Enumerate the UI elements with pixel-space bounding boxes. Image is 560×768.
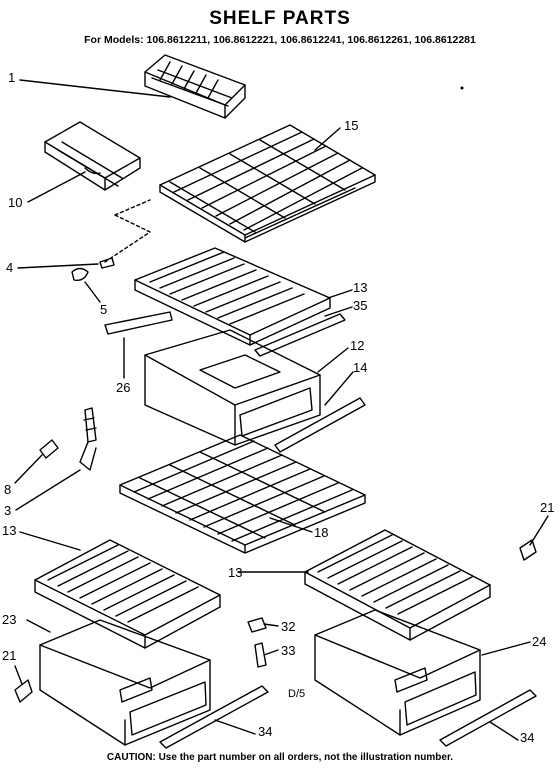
leader-15 xyxy=(315,128,340,150)
bracket-21-right xyxy=(520,540,536,560)
glass-shelf-left xyxy=(35,540,220,648)
callout-1: 1 xyxy=(8,70,16,85)
callout-12: 12 xyxy=(350,338,365,353)
leader-18 xyxy=(270,518,312,532)
callout-8: 8 xyxy=(4,482,12,497)
drawing-code: D/5 xyxy=(288,688,306,700)
leader-5 xyxy=(85,282,100,302)
leader-3 xyxy=(16,470,80,510)
callout-14: 14 xyxy=(353,360,368,375)
leader-33 xyxy=(264,650,278,655)
callout-13-left: 13 xyxy=(2,523,17,538)
models-line: For Models: 106.8612211, 106.8612221, 10… xyxy=(84,34,476,46)
leader-34-right xyxy=(490,722,518,740)
shelf-support-3 xyxy=(80,408,96,470)
clip-33 xyxy=(255,643,266,667)
wire-shelf-top xyxy=(160,125,375,242)
crisper-drawer-23 xyxy=(40,620,210,745)
clip-32 xyxy=(248,618,266,632)
trim-strip-34-left xyxy=(160,686,268,748)
egg-rack xyxy=(45,122,140,190)
callout-13-right: 13 xyxy=(228,565,243,580)
leader-21-left xyxy=(15,666,22,684)
trim-strip-14 xyxy=(275,398,365,452)
clip xyxy=(72,269,88,281)
callout-34-left: 34 xyxy=(258,724,273,739)
callout-33: 33 xyxy=(281,643,296,658)
bracket-8 xyxy=(40,440,58,458)
crisper-drawer-24 xyxy=(315,610,480,735)
leader-21-right xyxy=(530,516,548,545)
caution-note: CAUTION: Use the part number on all orde… xyxy=(106,752,454,763)
callout-26: 26 xyxy=(116,380,131,395)
leader-32 xyxy=(264,624,278,626)
callout-32: 32 xyxy=(281,619,296,634)
callout-21-right: 21 xyxy=(540,500,555,515)
wire-shelf-lower xyxy=(120,435,365,553)
ice-cube-tray xyxy=(145,55,245,118)
leader-10 xyxy=(28,172,85,202)
leader-13-left xyxy=(20,532,80,550)
leader-13 xyxy=(328,290,352,298)
leader-1 xyxy=(20,80,170,97)
callout-34-right: 34 xyxy=(520,730,535,745)
crisper-drawer-12 xyxy=(145,330,320,445)
bracket-21-left xyxy=(15,680,32,702)
callout-5: 5 xyxy=(100,302,108,317)
callout-3: 3 xyxy=(4,503,12,518)
callout-35: 35 xyxy=(353,298,368,313)
glass-shelf-middle xyxy=(135,248,345,356)
callout-24: 24 xyxy=(532,634,547,649)
leader-12 xyxy=(318,348,348,372)
leader-24 xyxy=(482,642,530,655)
callout-4: 4 xyxy=(6,260,14,275)
callout-18: 18 xyxy=(314,525,329,540)
leader-14 xyxy=(325,372,353,405)
callout-13-middle: 13 xyxy=(353,280,368,295)
callout-15: 15 xyxy=(344,118,359,133)
callout-23: 23 xyxy=(2,612,17,627)
callout-21-left: 21 xyxy=(2,648,17,663)
callout-10: 10 xyxy=(8,195,23,210)
leader-8 xyxy=(15,455,42,483)
diagram-title: SHELF PARTS xyxy=(209,8,351,29)
screw xyxy=(100,258,114,268)
leader-4 xyxy=(18,264,98,268)
trim-strip-26 xyxy=(105,312,172,334)
trim-strip-34-right xyxy=(440,690,536,746)
leader-23 xyxy=(27,620,50,632)
leader-35 xyxy=(325,307,352,316)
leader-34-left xyxy=(215,720,255,734)
glass-shelf-right xyxy=(305,530,490,640)
